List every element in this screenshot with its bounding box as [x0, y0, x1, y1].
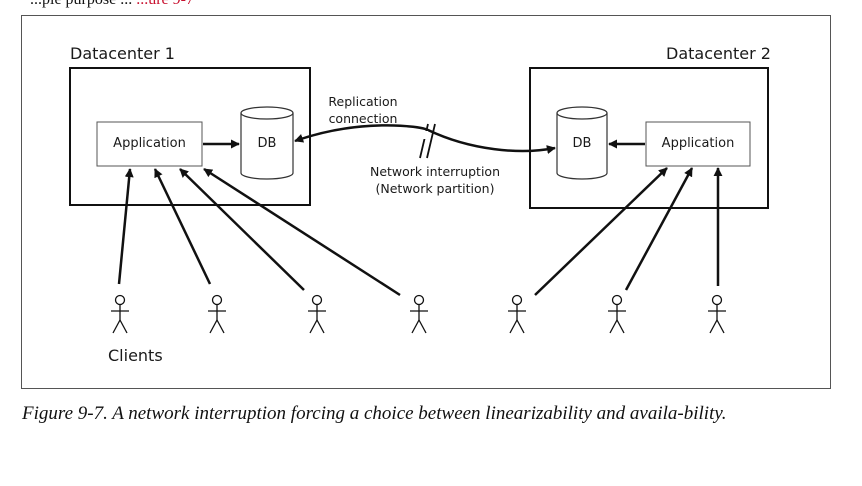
client-figures: [111, 294, 726, 334]
datacenter-1-title: Datacenter 1: [70, 44, 175, 63]
client-4-arrow: [203, 167, 401, 297]
application-1-box: [96, 121, 203, 167]
figure-caption: Figure 9-7. A network interruption forci…: [22, 403, 727, 424]
db-1-cylinder: [240, 106, 294, 180]
datacenter-2-title: Datacenter 2: [666, 44, 771, 63]
client-icon: [410, 294, 428, 334]
cropped-top-text: ...ple purpose ... ...ure 9-7: [30, 0, 194, 9]
db-2-cylinder: [556, 106, 608, 180]
client-3-arrow: [179, 168, 305, 291]
network-interruption-label: Network interruption(Network partition): [369, 164, 500, 196]
client-icon: [708, 294, 726, 334]
client-icon: [208, 294, 226, 334]
db-1-label: DB: [257, 136, 277, 151]
client-icon: [111, 294, 129, 334]
client-icon: [508, 294, 526, 334]
client-1-arrow: [117, 168, 134, 285]
db-2-label: DB: [572, 136, 592, 151]
client-icon: [308, 294, 326, 334]
client-5-arrow: [534, 167, 668, 296]
replication-connection-arrow: [294, 124, 556, 154]
application-2-box: [645, 121, 751, 167]
client-2-arrow: [153, 168, 212, 285]
figure-frame: [21, 15, 831, 389]
application-1-label: Application: [113, 136, 186, 151]
figure-reference-link[interactable]: ...ure 9-7: [136, 0, 194, 8]
client-icon: [608, 294, 626, 334]
network-break-marks: [419, 123, 436, 159]
client-6-arrow: [624, 167, 694, 291]
clients-label: Clients: [108, 346, 163, 365]
application-2-label: Application: [661, 136, 735, 151]
break-gap: [422, 131, 428, 139]
